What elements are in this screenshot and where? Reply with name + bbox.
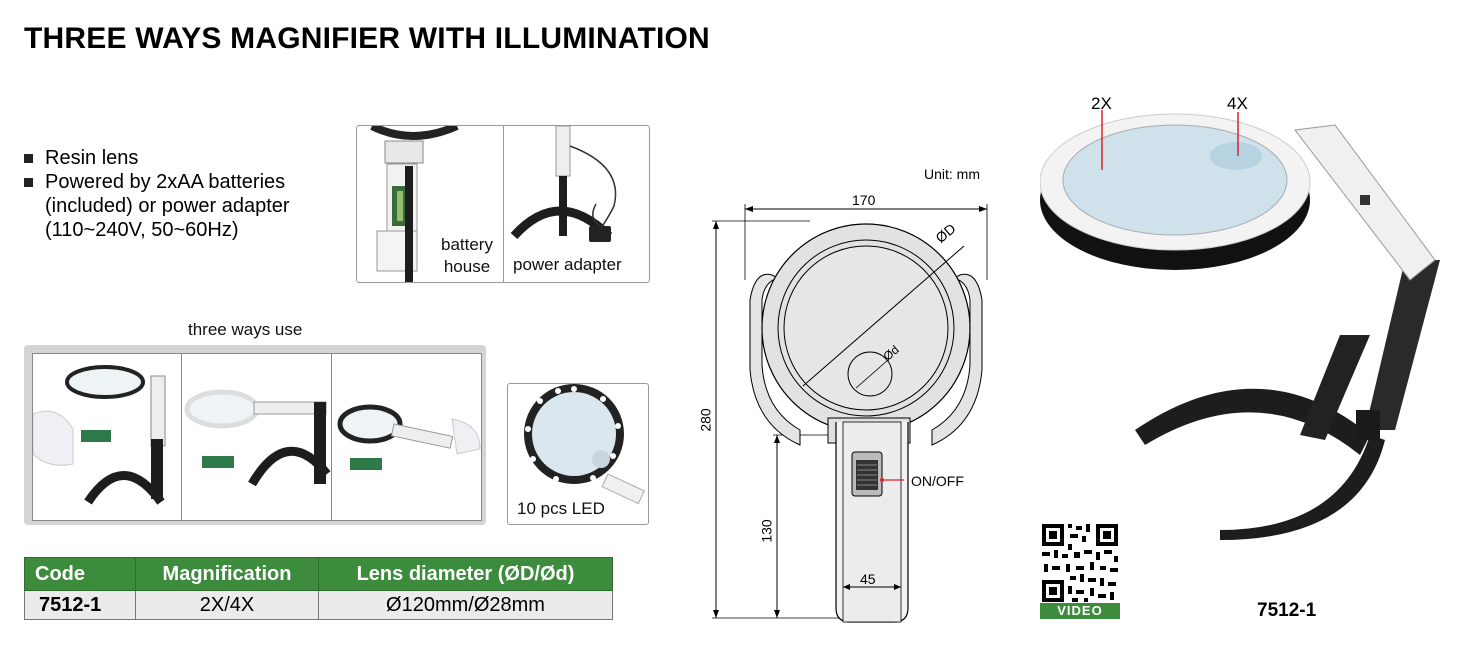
cell-code: 7512-1 xyxy=(24,590,136,620)
battery-house-photo xyxy=(370,126,459,282)
three-ways-title: three ways use xyxy=(188,320,303,339)
feature-item: Resin lens xyxy=(24,146,290,170)
power-adapter-photo xyxy=(510,126,617,242)
battery-house-caption: battery house xyxy=(441,235,493,276)
feature-item-continued: (110~240V, 50~60Hz) xyxy=(45,219,239,241)
product-code: 7512-1 xyxy=(1257,600,1317,621)
flat-use-photo xyxy=(184,389,331,487)
feature-item: Powered by 2xAA batteries xyxy=(24,170,290,194)
magnification-low-label: 2X xyxy=(1091,94,1112,113)
cell-magnification: 2X/4X xyxy=(135,590,319,620)
table-header-row: Code Magnification Lens diameter (ØD/Ød) xyxy=(24,557,613,591)
product-photo xyxy=(1040,110,1440,540)
power-photo-box: battery house power adapter xyxy=(356,125,650,283)
page-title: THREE WAYS MAGNIFIER WITH ILLUMINATION xyxy=(24,22,710,55)
dimension-handle-width: 45 xyxy=(860,571,876,587)
video-qr-code[interactable]: VIDEO xyxy=(1040,522,1120,620)
three-ways-panel xyxy=(24,345,486,525)
dimension-height: 280 xyxy=(697,408,714,432)
led-ring-photo xyxy=(524,384,645,504)
power-adapter-caption: power adapter xyxy=(513,255,622,274)
video-label: VIDEO xyxy=(1040,603,1120,619)
dimension-handle-length: 130 xyxy=(758,519,775,543)
bullet-icon xyxy=(24,178,33,187)
column-header-code: Code xyxy=(24,557,136,591)
switch-label: ON/OFF xyxy=(911,473,964,489)
unit-label: Unit: mm xyxy=(924,166,980,182)
feature-list: Resin lens Powered by 2xAA batteries (in… xyxy=(24,146,290,242)
column-header-lens-diameter: Lens diameter (ØD/Ød) xyxy=(318,557,613,591)
cell-lens-diameter: Ø120mm/Ø28mm xyxy=(318,590,613,620)
divider xyxy=(331,354,332,520)
led-photo-box: 10 pcs LED xyxy=(507,383,649,525)
divider xyxy=(503,126,504,282)
technical-drawing xyxy=(712,204,988,623)
led-caption: 10 pcs LED xyxy=(517,499,605,518)
feature-item-continued: (included) or power adapter xyxy=(45,195,290,217)
handheld-use-photo xyxy=(337,404,481,470)
magnification-high-label: 4X xyxy=(1227,94,1248,113)
three-ways-photo-strip xyxy=(32,353,482,521)
spec-table: Code Magnification Lens diameter (ØD/Ød)… xyxy=(24,557,613,620)
table-row: 7512-1 2X/4X Ø120mm/Ø28mm xyxy=(24,590,613,620)
column-header-magnification: Magnification xyxy=(135,557,319,591)
stand-use-photo xyxy=(33,365,166,505)
bullet-icon xyxy=(24,154,33,163)
dimension-width: 170 xyxy=(852,192,876,208)
qr-code-icon xyxy=(1040,522,1120,604)
divider xyxy=(181,354,182,520)
